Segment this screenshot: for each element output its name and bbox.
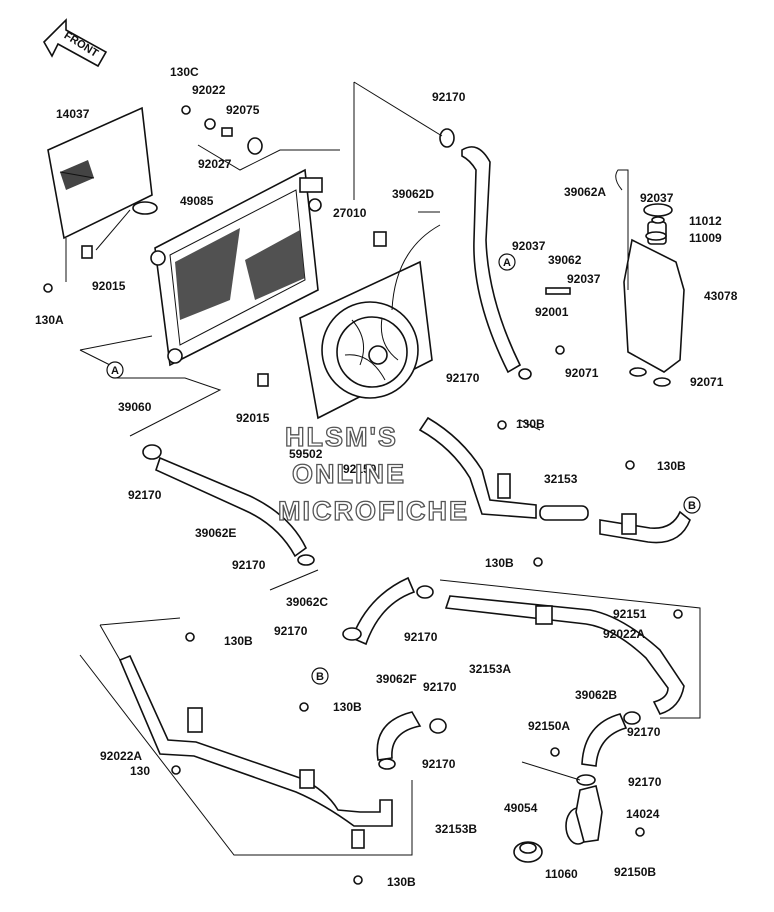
part-label: 39062B bbox=[575, 688, 617, 702]
part-label: 92071 bbox=[565, 366, 599, 380]
part-label: 92015 bbox=[92, 279, 126, 293]
hose-39062d bbox=[461, 146, 522, 374]
part-label: 92037 bbox=[567, 272, 601, 286]
hose-39062c bbox=[350, 576, 416, 646]
part-labels: 130C 92022 92075 92027 14037 49085 92015… bbox=[35, 65, 738, 889]
hose-39062f bbox=[376, 711, 422, 761]
hose-32153 bbox=[418, 416, 537, 519]
part-label: 92037 bbox=[640, 191, 674, 205]
part-label: 130B bbox=[657, 459, 686, 473]
part-label: 130B bbox=[516, 417, 545, 431]
part-label: 92022A bbox=[603, 627, 645, 641]
part-label: 92170 bbox=[404, 630, 438, 644]
part-label: 92170 bbox=[423, 680, 457, 694]
part-label: 39062 bbox=[548, 253, 582, 267]
part-label: 130A bbox=[35, 313, 64, 327]
part-label: 92170 bbox=[232, 558, 266, 572]
part-label: 92150A bbox=[528, 719, 570, 733]
radiator bbox=[150, 168, 323, 367]
part-label: 11009 bbox=[689, 231, 722, 245]
part-label: 92170 bbox=[422, 757, 456, 771]
part-label: 130 bbox=[130, 764, 150, 778]
part-label: 39062F bbox=[376, 672, 417, 686]
part-label: 92170 bbox=[274, 624, 308, 638]
part-label: 92022 bbox=[192, 83, 226, 97]
part-label: 130B bbox=[485, 556, 514, 570]
part-label: 14037 bbox=[56, 107, 90, 121]
part-label: 92015 bbox=[236, 411, 270, 425]
part-label: 39060 bbox=[118, 400, 152, 414]
leader-lines bbox=[65, 81, 701, 856]
part-label: 14024 bbox=[626, 807, 660, 821]
part-label: 59502 bbox=[289, 447, 323, 461]
part-label: 130B bbox=[333, 700, 362, 714]
ref-marker-b: B bbox=[688, 500, 696, 512]
part-label: 92022A bbox=[100, 749, 142, 763]
part-label: 11012 bbox=[689, 214, 722, 228]
pipe-32153b bbox=[118, 654, 393, 827]
ref-marker-a: A bbox=[503, 257, 511, 269]
hose-clamps bbox=[142, 128, 641, 786]
part-label: 92150B bbox=[614, 865, 656, 879]
front-arrow: FRONT bbox=[43, 18, 108, 68]
part-label: 130B bbox=[387, 875, 416, 889]
fan-shroud bbox=[299, 224, 441, 420]
part-label: 92170 bbox=[432, 90, 466, 104]
pipe-32153a bbox=[444, 595, 685, 715]
brackets-bolts bbox=[43, 105, 683, 885]
part-label: 49054 bbox=[504, 801, 538, 815]
watermark: HLSM'S ONLINE MICROFICHE bbox=[277, 421, 469, 526]
part-label: 27010 bbox=[333, 206, 367, 220]
part-label: 11060 bbox=[545, 867, 578, 881]
ref-marker-a: A bbox=[111, 365, 119, 377]
hose-seg-1 bbox=[539, 505, 589, 521]
part-label: 92150 bbox=[343, 462, 377, 476]
ref-marker-b: B bbox=[316, 671, 324, 683]
part-label: 92027 bbox=[198, 157, 232, 171]
part-label: 92037 bbox=[512, 239, 546, 253]
part-label: 92075 bbox=[226, 103, 260, 117]
hose-39062b bbox=[581, 713, 628, 767]
part-label: 39062C bbox=[286, 595, 328, 609]
part-label: 130C bbox=[170, 65, 199, 79]
thermostat-housing bbox=[513, 785, 603, 863]
watermark-line: ONLINE bbox=[292, 459, 406, 489]
part-label: 43078 bbox=[704, 289, 738, 303]
part-label: 92001 bbox=[535, 305, 569, 319]
hose-to-b bbox=[599, 510, 691, 544]
part-label: 130B bbox=[224, 634, 253, 648]
part-label: 92151 bbox=[613, 607, 647, 621]
radiator-screen bbox=[47, 106, 153, 240]
part-label: 49085 bbox=[180, 194, 214, 208]
reference-markers: A A B B bbox=[106, 253, 701, 685]
reservoir-tank bbox=[615, 169, 685, 387]
part-label: 32153 bbox=[544, 472, 578, 486]
part-label: 92170 bbox=[446, 371, 480, 385]
part-label: 39062E bbox=[195, 526, 236, 540]
part-label: 92170 bbox=[128, 488, 162, 502]
part-label: 39062D bbox=[392, 187, 434, 201]
part-label: 92071 bbox=[690, 375, 724, 389]
watermark-line: HLSM'S bbox=[285, 422, 398, 452]
hose-39062e bbox=[155, 456, 308, 558]
part-label: 32153A bbox=[469, 662, 511, 676]
part-label: 92170 bbox=[628, 775, 662, 789]
part-label: 32153B bbox=[435, 822, 477, 836]
part-label: 92170 bbox=[627, 725, 661, 739]
part-label: 39062A bbox=[564, 185, 606, 199]
watermark-line: MICROFICHE bbox=[278, 496, 469, 526]
